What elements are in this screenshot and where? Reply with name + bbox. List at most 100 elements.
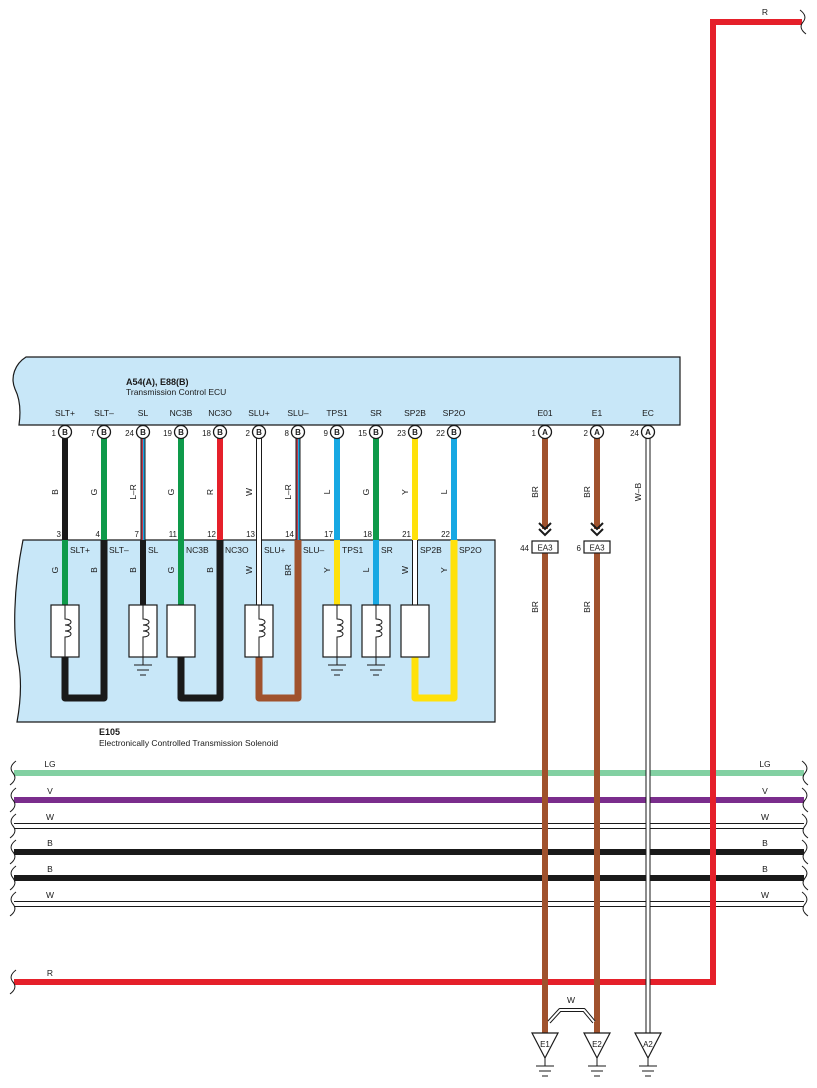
- solenoid-pin-number: 13: [246, 530, 255, 539]
- ground-point-label: E1: [540, 1040, 550, 1049]
- solenoid-pin-label: SLU–: [303, 545, 325, 555]
- solenoid-pin-label: SLT+: [70, 545, 90, 555]
- solenoid-pin-label: SP2B: [420, 545, 442, 555]
- ecu-pin-number: 15: [358, 429, 367, 438]
- solenoid-wire-label: B: [89, 567, 99, 573]
- ecu-pin-label: NC3O: [208, 408, 232, 418]
- wire-break-icon: [801, 813, 809, 839]
- solenoid-pin-number: 21: [402, 530, 411, 539]
- ground-icon: [367, 657, 385, 676]
- ecu-pin-number: 1: [532, 429, 537, 438]
- ecu-pin-connector: B: [217, 428, 223, 437]
- junction-connector-label: EA3: [537, 544, 553, 553]
- wire-break-icon: [9, 865, 17, 891]
- wire-break-icon: [9, 760, 17, 786]
- ecu-pin-label: E1: [592, 408, 603, 418]
- ecu-wire-label: B: [50, 489, 60, 495]
- ecu-pin-label: SLT+: [55, 408, 75, 418]
- solenoid-return-wire: [177, 540, 224, 702]
- bus-wire-label-left: V: [47, 786, 53, 796]
- solenoid-wire-label: Y: [439, 567, 449, 573]
- bus-wire-label-right: W: [761, 812, 769, 822]
- ecu-pin-number: 24: [630, 429, 639, 438]
- shield-drain-wire: [547, 1008, 596, 1024]
- connector-pin-icon: [57, 424, 73, 440]
- wire-break-icon: [9, 839, 17, 865]
- bus-wire-label-left: W: [46, 812, 54, 822]
- ecu-pin-connector: A: [542, 428, 548, 437]
- ecu-pin-label: EC: [642, 408, 654, 418]
- solenoid-wire-label: G: [166, 567, 176, 574]
- sensor-element-icon: [400, 604, 430, 658]
- ecu-pin-connector: A: [645, 428, 651, 437]
- wire-core: [177, 540, 224, 702]
- ecu-connector-code: A54(A), E88(B): [126, 377, 189, 387]
- connector-pin-icon: [212, 424, 228, 440]
- ecu-pin-connector: B: [101, 428, 107, 437]
- ecu-pin-number: 2: [246, 429, 251, 438]
- connector-chevron-icon: [538, 522, 552, 537]
- coil-winding-icon: [375, 605, 383, 657]
- wire-break-icon: [801, 760, 809, 786]
- connector-pin-icon: [173, 424, 189, 440]
- connector-pin-icon: [251, 424, 267, 440]
- connector-chevron-icon: [590, 522, 604, 537]
- ecu-pin-connector: B: [256, 428, 262, 437]
- connector-pin-icon: [537, 424, 553, 440]
- ecu-wire-label: L: [439, 489, 449, 494]
- ground-wire-label: BR: [530, 601, 540, 613]
- ground-point-label: E2: [592, 1040, 602, 1049]
- bus-wire-label-left: B: [47, 838, 53, 848]
- solenoid-wire-label: B: [205, 567, 215, 573]
- solenoid-pin-label: NC3B: [186, 545, 209, 555]
- wire-break-icon: [801, 865, 809, 891]
- junction-pin-number: 6: [577, 544, 582, 553]
- ecu-pin-number: 1: [52, 429, 57, 438]
- ecu-pin-number: 22: [436, 429, 445, 438]
- circuit-parts: [50, 424, 662, 1077]
- solenoid-pin-number: 3: [57, 530, 62, 539]
- ground-point-icon: [531, 1032, 559, 1060]
- solenoid-wire-label: BR: [283, 564, 293, 576]
- ground-icon: [588, 1058, 606, 1077]
- ecu-pin-number: 7: [91, 429, 96, 438]
- solenoid-pin-number: 17: [324, 530, 333, 539]
- solenoid-wire-label: W: [400, 566, 410, 574]
- diagram-labels: A54(A), E88(B) Transmission Control ECU …: [44, 7, 770, 1049]
- solenoid-wire-label: B: [128, 567, 138, 573]
- ecu-pin-label: SP2B: [404, 408, 426, 418]
- ecu-wire-label: BR: [582, 486, 592, 498]
- ground-icon: [134, 657, 152, 676]
- bus-wire-label-right: LG: [759, 759, 770, 769]
- bus-wire-label-right: W: [761, 890, 769, 900]
- ecu-pin-number: 24: [125, 429, 134, 438]
- wire-break-icon: [801, 891, 809, 917]
- ecu-pin-label: SLU–: [287, 408, 309, 418]
- sensor-element-icon: [166, 604, 196, 658]
- junction-connector-label: EA3: [589, 544, 605, 553]
- bus-wire-label-right: B: [762, 838, 768, 848]
- ecu-pin-number: 19: [163, 429, 172, 438]
- ground-wire-label: BR: [582, 601, 592, 613]
- ecu-pin-number: 18: [202, 429, 211, 438]
- connector-pin-icon: [329, 424, 345, 440]
- ecu-pin-connector: B: [334, 428, 340, 437]
- connector-pin-icon: [640, 424, 656, 440]
- connector-pin-icon: [135, 424, 151, 440]
- solenoid-pin-number: 18: [363, 530, 372, 539]
- solenoid-return-wire: [411, 540, 458, 702]
- ecu-wire-label: L: [322, 489, 332, 494]
- wire-core: [411, 540, 458, 702]
- solenoid-connector-code: E105: [99, 727, 120, 737]
- ecu-pin-label: E01: [537, 408, 552, 418]
- solenoid-pin-number: 14: [285, 530, 294, 539]
- solenoid-pin-number: 22: [441, 530, 450, 539]
- ecu-wire: [295, 438, 301, 540]
- solenoid-pin-number: 7: [135, 530, 140, 539]
- solenoid-wire-label: W: [244, 566, 254, 574]
- solenoid-return-wire: [61, 540, 108, 702]
- shield-wire-label: W: [567, 995, 575, 1005]
- solenoid-pin-label: SLT–: [109, 545, 129, 555]
- power-wire-label-bottom: R: [47, 968, 53, 978]
- ecu-wire-label: BR: [530, 486, 540, 498]
